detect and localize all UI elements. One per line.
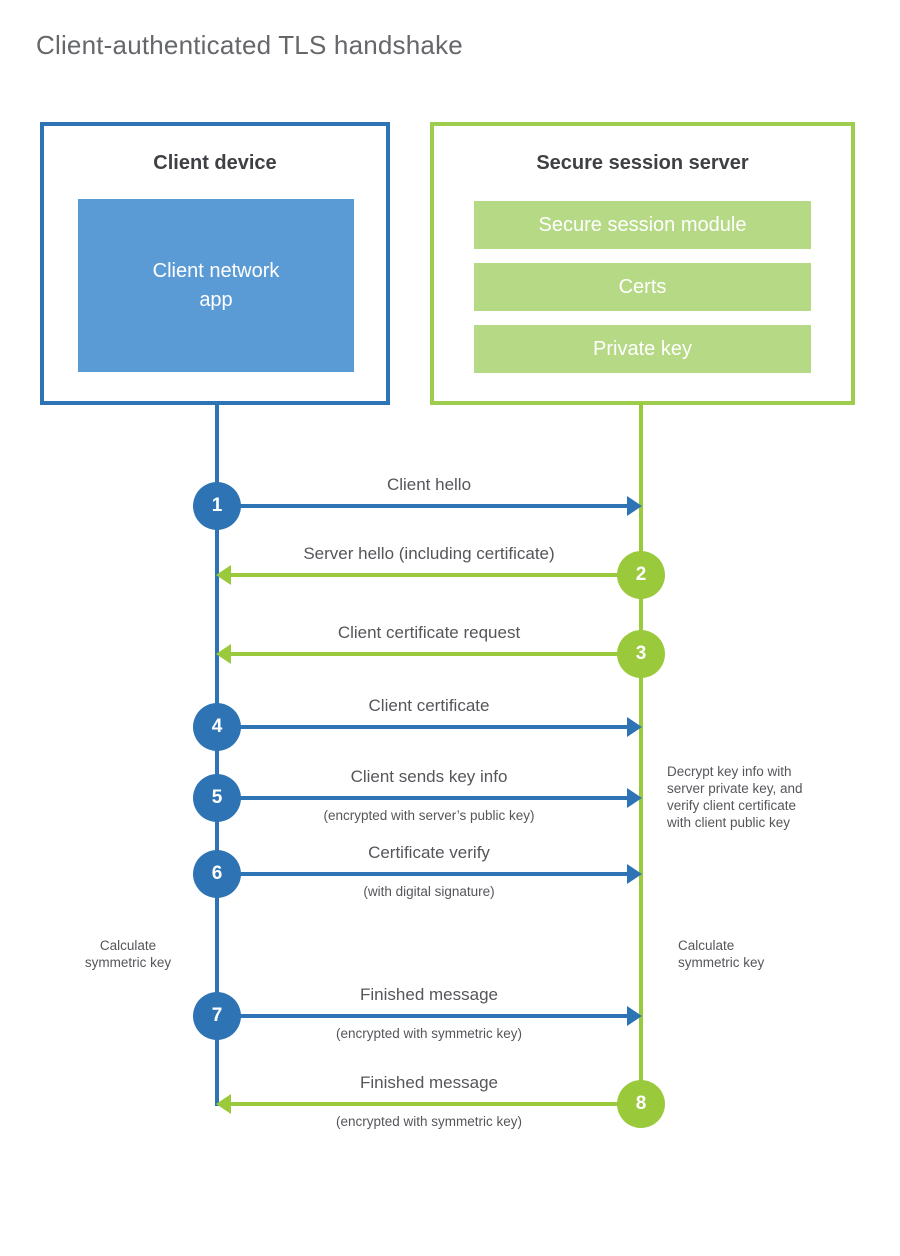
arrowhead-right-icon: [627, 864, 642, 884]
server-box-title: Secure session server: [536, 152, 749, 174]
step-circle-8: 8: [617, 1080, 665, 1128]
message-sublabel: (encrypted with symmetric key): [335, 1026, 523, 1041]
message-label: Client sends key info: [350, 767, 508, 786]
calculate-symmetric-key-note-client: Calculate symmetric key: [84, 938, 172, 971]
step-circle-3: 3: [617, 630, 665, 678]
arrow-server-to-client: [231, 652, 641, 656]
step-number: 1: [211, 495, 223, 516]
arrow-client-to-server: [217, 1014, 627, 1018]
client-device-title: Client device: [153, 152, 277, 174]
calculate-symmetric-key-note-server: Calculate symmetric key: [678, 938, 765, 971]
arrowhead-left-icon: [216, 565, 231, 585]
message-sublabel: (with digital signature): [363, 884, 495, 899]
message-label: Client certificate request: [337, 623, 521, 642]
step-number: 2: [635, 564, 647, 585]
message-sublabel: (encrypted with symmetric key): [335, 1114, 523, 1129]
step-number: 6: [211, 863, 223, 884]
server-module-private-key: Private key: [474, 325, 811, 373]
arrow-client-to-server: [217, 725, 627, 729]
arrow-client-to-server: [217, 504, 627, 508]
server-module-secure-session-module: Secure session module: [474, 201, 811, 249]
page-title: Client-authenticated TLS handshake: [36, 30, 463, 60]
step-circle-6: 6: [193, 850, 241, 898]
message-label: Client certificate: [368, 696, 490, 715]
step-number: 3: [635, 643, 647, 664]
message-label: Finished message: [360, 985, 498, 1004]
message-sublabel: (encrypted with server’s public key): [323, 808, 535, 823]
arrowhead-right-icon: [627, 1006, 642, 1026]
message-label: Server hello (including certificate): [303, 544, 555, 563]
step-circle-1: 1: [193, 482, 241, 530]
arrow-server-to-client: [231, 573, 641, 577]
message-label: Client hello: [386, 475, 472, 494]
step-circle-2: 2: [617, 551, 665, 599]
message-label: Certificate verify: [368, 843, 490, 862]
secure-session-server-box: Secure session server Secure session mod…: [430, 122, 855, 405]
arrow-client-to-server: [217, 796, 627, 800]
step-number: 5: [211, 787, 223, 808]
message-label: Finished message: [360, 1073, 498, 1092]
decrypt-key-note: Decrypt key info with server private key…: [667, 764, 803, 831]
step-circle-4: 4: [193, 703, 241, 751]
step-number: 8: [635, 1093, 647, 1114]
arrowhead-left-icon: [216, 1094, 231, 1114]
client-device-box: Client device Client network app: [40, 122, 390, 405]
arrow-client-to-server: [217, 872, 627, 876]
server-module-certs: Certs: [474, 263, 811, 311]
step-number: 7: [211, 1005, 223, 1026]
step-circle-5: 5: [193, 774, 241, 822]
step-circle-7: 7: [193, 992, 241, 1040]
arrowhead-right-icon: [627, 496, 642, 516]
arrowhead-left-icon: [216, 644, 231, 664]
arrowhead-right-icon: [627, 788, 642, 808]
client-lifeline: [215, 403, 219, 1106]
arrow-server-to-client: [231, 1102, 641, 1106]
step-number: 4: [211, 716, 223, 737]
client-network-app-box: Client network app: [78, 199, 354, 372]
arrowhead-right-icon: [627, 717, 642, 737]
server-lifeline: [639, 403, 643, 1106]
